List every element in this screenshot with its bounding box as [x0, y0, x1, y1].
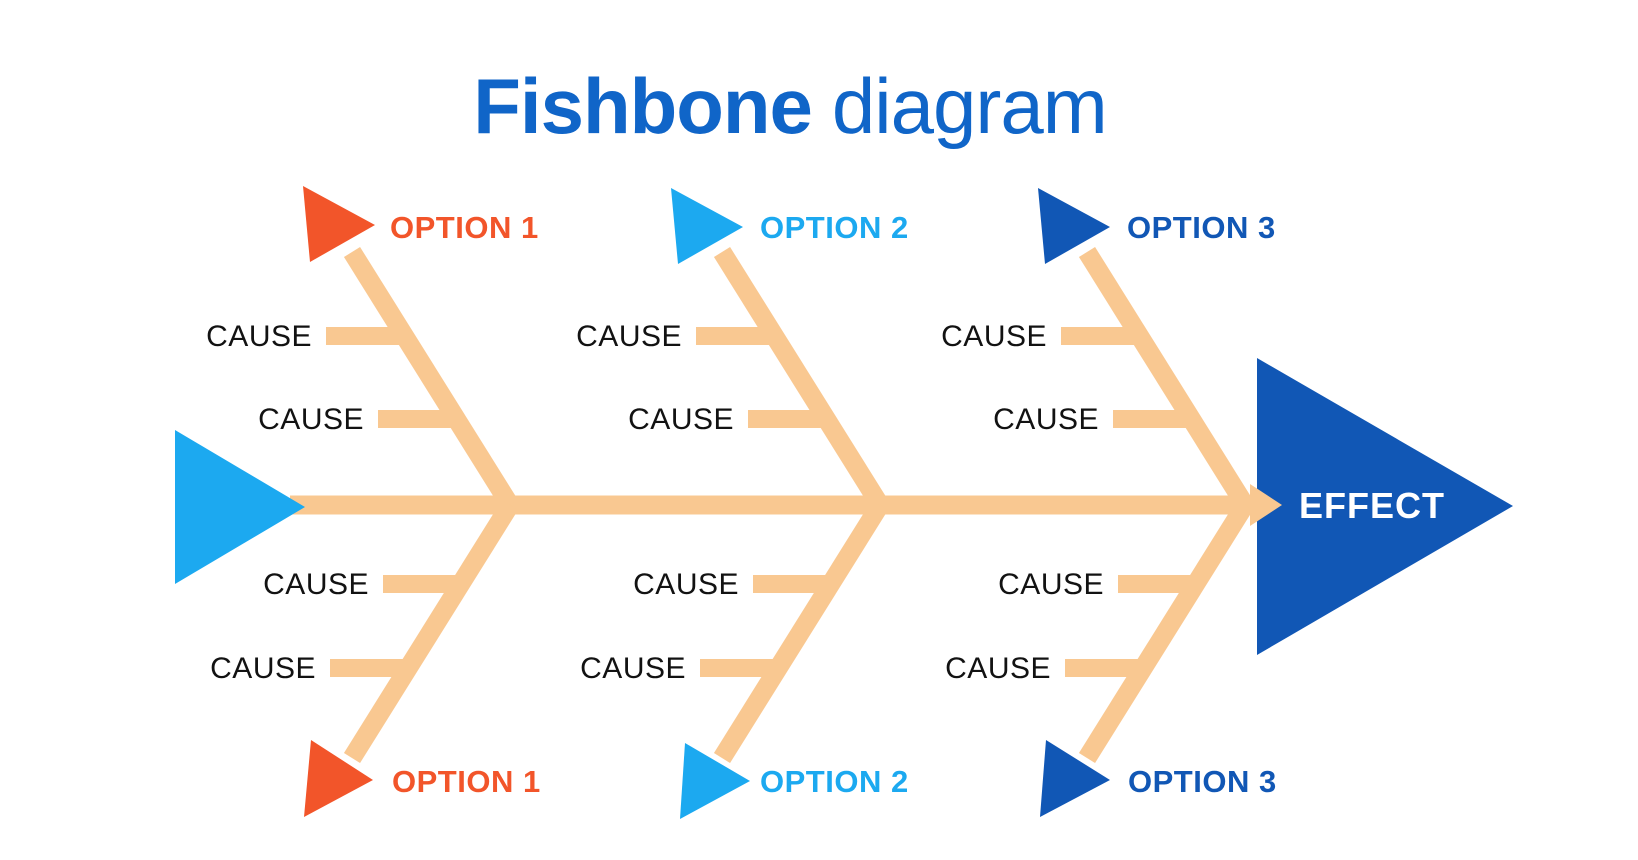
- branch-top-2: [713, 246, 889, 511]
- cause-label-bottom-1-1: CAUSE: [263, 568, 369, 601]
- effect-arrow-icon: [1257, 358, 1513, 655]
- page-title-light-word: diagram: [832, 62, 1107, 150]
- branch-bottom-1: [343, 499, 519, 764]
- option-2-top-arrow-icon: [671, 188, 743, 264]
- start-arrow-icon: [175, 430, 305, 584]
- option-1-bottom-arrow-icon: [304, 740, 373, 817]
- cause-label-top-2-2: CAUSE: [628, 403, 734, 436]
- cause-label-top-1-2: CAUSE: [258, 403, 364, 436]
- option-3-top-label: OPTION 3: [1127, 210, 1276, 245]
- option-1-top-arrow-icon: [303, 186, 375, 262]
- cause-label-top-2-1: CAUSE: [576, 320, 682, 353]
- branch-bottom-3: [1078, 499, 1254, 764]
- option-1-bottom-label: OPTION 1: [392, 764, 541, 799]
- spine-arrow-tip-icon: [1250, 484, 1282, 526]
- option-1-top-label: OPTION 1: [390, 210, 539, 245]
- option-2-bottom-arrow-icon: [680, 743, 750, 819]
- branch-bottom-2: [713, 499, 889, 764]
- option-3-top-arrow-icon: [1038, 188, 1110, 264]
- cause-label-top-3-1: CAUSE: [941, 320, 1047, 353]
- page-title-bold-word: Fishbone: [473, 62, 812, 150]
- cause-label-bottom-3-1: CAUSE: [998, 568, 1104, 601]
- cause-label-top-1-1: CAUSE: [206, 320, 312, 353]
- cause-label-bottom-3-2: CAUSE: [945, 652, 1051, 685]
- cause-label-top-3-2: CAUSE: [993, 403, 1099, 436]
- cause-label-bottom-2-2: CAUSE: [580, 652, 686, 685]
- branch-top-3: [1078, 246, 1254, 511]
- cause-label-bottom-1-2: CAUSE: [210, 652, 316, 685]
- cause-label-bottom-2-1: CAUSE: [633, 568, 739, 601]
- option-3-bottom-arrow-icon: [1040, 740, 1110, 817]
- option-2-top-label: OPTION 2: [760, 210, 909, 245]
- effect-label: EFFECT: [1299, 485, 1445, 526]
- option-3-bottom-label: OPTION 3: [1128, 764, 1277, 799]
- option-2-bottom-label: OPTION 2: [760, 764, 909, 799]
- branch-top-1: [343, 246, 519, 511]
